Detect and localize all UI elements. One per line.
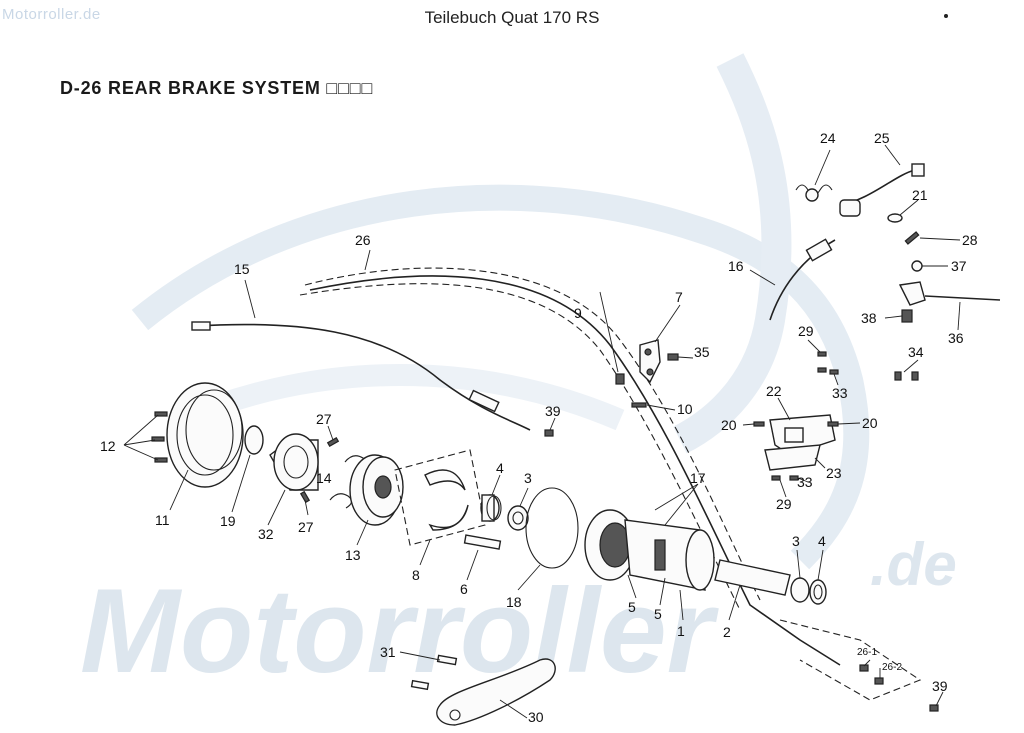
leader-lines xyxy=(123,144,961,719)
bearing-4-left xyxy=(480,494,502,522)
bolt-39-top xyxy=(544,429,554,437)
bracket-23 xyxy=(764,444,821,471)
part-number: 15 xyxy=(234,261,250,277)
part-number: 20 xyxy=(721,417,737,433)
bearing-4-right xyxy=(809,579,827,605)
part-number: 26-2 xyxy=(882,662,902,673)
part-number: 33 xyxy=(797,474,813,490)
part-number: 32 xyxy=(258,526,274,542)
brake-pedal-lever-25 xyxy=(839,163,925,217)
part-number: 23 xyxy=(826,465,842,481)
part-number: 1 xyxy=(677,623,685,639)
page-title: Teilebuch Quat 170 RS xyxy=(424,8,600,27)
watermark-site-name: Motorroller.de xyxy=(2,6,101,23)
hub-13 xyxy=(349,454,404,526)
part-number: 35 xyxy=(694,344,710,360)
bolt-35 xyxy=(667,353,679,361)
cable-15 xyxy=(191,321,531,431)
brake-drum-32 xyxy=(269,433,319,491)
washer-21 xyxy=(887,213,903,223)
bearing-3-left xyxy=(507,505,529,531)
axle-housing-1 xyxy=(584,509,715,591)
part-number: 10 xyxy=(677,401,693,417)
bolts-27 xyxy=(299,436,340,504)
bolt-20-left xyxy=(753,421,765,427)
section-title: D-26 REAR BRAKE SYSTEM □□□□ xyxy=(60,78,374,98)
brake-shoes-8 xyxy=(394,449,486,546)
hose-16 xyxy=(769,238,836,321)
part-number: 24 xyxy=(820,130,836,146)
part-number: 5 xyxy=(654,606,662,622)
o-ring-18 xyxy=(525,487,579,569)
bolts-29-33-top xyxy=(817,351,839,375)
bolts-34 xyxy=(894,371,919,381)
brake-drum-cover-11 xyxy=(166,382,244,488)
nuts-26-1-26-2 xyxy=(859,664,884,685)
brake-lever-7 xyxy=(639,339,661,384)
part-number: 28 xyxy=(962,232,978,248)
part-number: 2 xyxy=(723,624,731,640)
part-number: 6 xyxy=(460,581,468,597)
part-number: 37 xyxy=(951,258,967,274)
part-number: 9 xyxy=(574,305,582,321)
part-number: 39 xyxy=(932,678,948,694)
bolts-29-33-bottom xyxy=(771,475,799,481)
spring-24 xyxy=(795,184,833,202)
part-number: 33 xyxy=(832,385,848,401)
nut-37 xyxy=(911,260,923,272)
part-number: 21 xyxy=(912,187,928,203)
part-number: 29 xyxy=(776,496,792,512)
part-number: 16 xyxy=(728,258,744,274)
scan-dot xyxy=(944,14,948,18)
part-number: 12 xyxy=(100,438,116,454)
part-number: 5 xyxy=(628,599,636,615)
part-number: 8 xyxy=(412,567,420,583)
part-number: 39 xyxy=(545,403,561,419)
pin-28 xyxy=(904,231,920,245)
pin-10 xyxy=(631,402,647,408)
part-number: 38 xyxy=(861,310,877,326)
part-number: 30 xyxy=(528,709,544,725)
oil-seal-19 xyxy=(244,425,264,455)
bolts-12 xyxy=(151,411,168,463)
part-number: 3 xyxy=(524,470,532,486)
part-number: 4 xyxy=(496,460,504,476)
part-number: 26-1 xyxy=(857,647,877,658)
part-number: 11 xyxy=(155,512,170,528)
rod-36 xyxy=(924,295,1001,301)
chain-guard-30 xyxy=(436,658,556,726)
part-number: 13 xyxy=(345,547,361,563)
part-number: 18 xyxy=(506,594,522,610)
bolt-20-right xyxy=(827,421,839,427)
part-number: 26 xyxy=(355,232,371,248)
part-number: 3 xyxy=(792,533,800,549)
spring-9 xyxy=(615,373,625,385)
part-number: 25 xyxy=(874,130,890,146)
part-number: 7 xyxy=(675,289,683,305)
part-number: 34 xyxy=(908,344,924,360)
bolt-39-bottom xyxy=(929,704,939,712)
part-number-labels: 26 15 12 11 19 32 27 14 27 13 8 4 3 6 18… xyxy=(100,130,978,725)
part-number: 20 xyxy=(862,415,878,431)
watermark-big-suffix: .de xyxy=(870,531,957,598)
part-number: 4 xyxy=(818,533,826,549)
part-number: 31 xyxy=(380,644,396,660)
part-number: 14 xyxy=(316,470,332,486)
clevis-38 xyxy=(898,281,926,323)
bearing-3-right xyxy=(790,577,810,603)
part-number: 19 xyxy=(220,513,236,529)
axle-shaft-2 xyxy=(714,559,791,596)
cable-26 xyxy=(299,267,922,701)
watermark-logo: Motorroller .de xyxy=(80,53,957,698)
watermark-big-text: Motorroller xyxy=(80,564,720,698)
bolts-31 xyxy=(410,654,458,691)
part-number: 36 xyxy=(948,330,964,346)
cam-shaft-6 xyxy=(463,534,502,550)
part-number: 27 xyxy=(316,411,332,427)
part-number: 27 xyxy=(298,519,314,535)
part-number: 17 xyxy=(690,470,706,486)
part-number: 29 xyxy=(798,323,814,339)
part-number: 22 xyxy=(766,383,782,399)
